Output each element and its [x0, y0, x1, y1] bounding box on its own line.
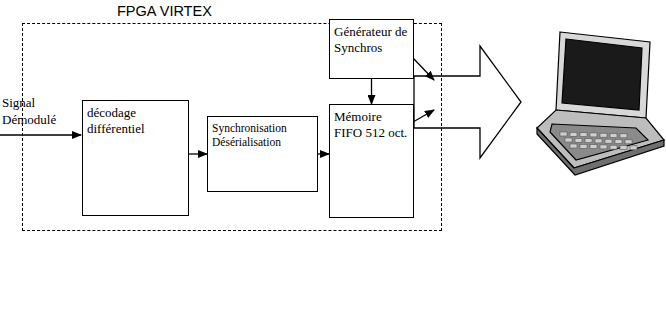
box-label: Générateur de Synchros — [334, 24, 409, 57]
process-box: Générateur de Synchros — [329, 19, 414, 79]
sync-output-arrow — [413, 58, 434, 80]
signal-arrow — [371, 79, 372, 104]
process-box: Synchronisation Désérialisation — [207, 116, 318, 192]
memory-box: Mémoire FIFO 512 oct. — [329, 104, 414, 218]
group-title: FPGA VIRTEX — [115, 2, 214, 20]
fpga-boundary: FPGA VIRTEXdécodage différentielSynchron… — [22, 23, 442, 231]
laptop-icon — [537, 32, 664, 175]
signal-arrow — [318, 153, 329, 154]
input-arrow — [0, 134, 81, 135]
fifo-output-arrow — [413, 110, 434, 122]
signal-arrow — [189, 153, 207, 154]
signal-name: Signal Démodulé — [2, 95, 72, 129]
box-label: Synchronisation Désérialisation — [212, 121, 313, 150]
keyboard-keys — [560, 132, 637, 150]
output-bus-arrow — [414, 46, 521, 158]
box-label: décodage différentiel — [87, 105, 184, 138]
process-box: décodage différentiel — [82, 100, 189, 216]
box-label: Mémoire FIFO 512 oct. — [334, 109, 409, 142]
